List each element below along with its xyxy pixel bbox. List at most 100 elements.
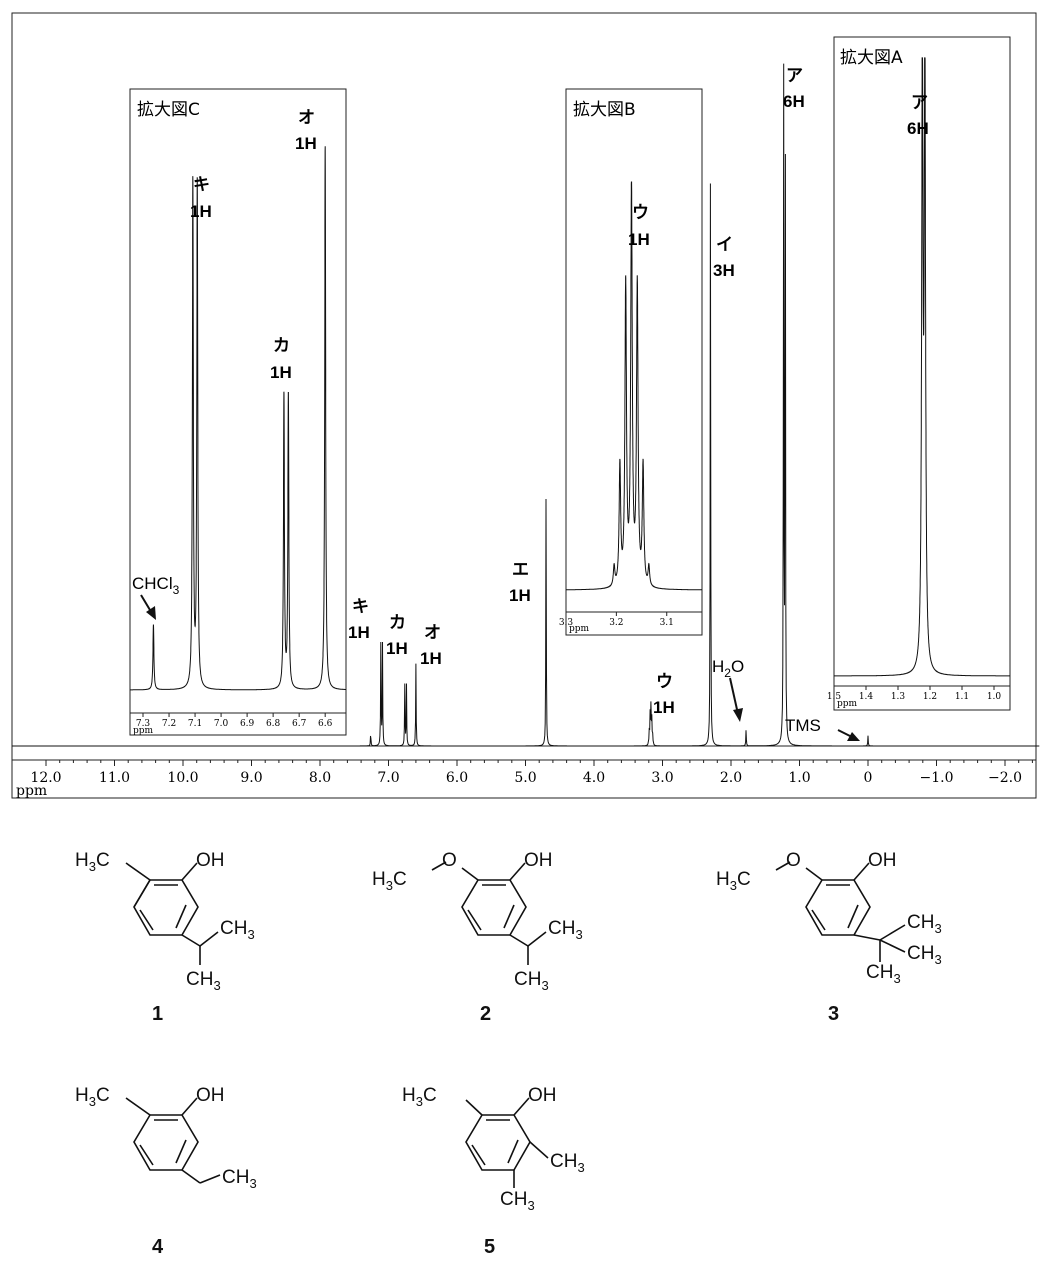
svg-text:H2O: H2O bbox=[712, 657, 744, 680]
svg-text:H3C: H3C bbox=[716, 869, 751, 893]
peak-label-e: エ 1H bbox=[509, 560, 531, 605]
svg-text:5: 5 bbox=[484, 1236, 495, 1258]
svg-text:CHCl3: CHCl3 bbox=[132, 574, 180, 597]
x-tick-label: 12.0 bbox=[30, 770, 61, 786]
inset-tick-label: 7.2 bbox=[162, 719, 176, 729]
structure-4: H3C OH CH3 4 bbox=[75, 1085, 257, 1258]
svg-text:カ: カ bbox=[273, 336, 290, 356]
svg-text:2: 2 bbox=[480, 1003, 491, 1025]
svg-text:1H: 1H bbox=[420, 649, 442, 668]
inset-tick-label: 7.1 bbox=[188, 719, 202, 729]
svg-text:O: O bbox=[786, 850, 801, 871]
svg-text:3H: 3H bbox=[713, 261, 735, 280]
inset-tick-label: 1.4 bbox=[859, 692, 874, 702]
x-tick-label: 7.0 bbox=[377, 770, 399, 786]
inset-tick-label: 3.2 bbox=[609, 618, 623, 628]
spectrum-trace bbox=[11, 63, 1040, 747]
structure-2-bonds bbox=[431, 861, 547, 965]
structure-3: H3C O OH CH3 CH3 CH3 3 bbox=[716, 850, 942, 1025]
x-tick-label: 3.0 bbox=[651, 770, 673, 786]
svg-text:4: 4 bbox=[152, 1236, 164, 1258]
tms-annotation: TMS bbox=[785, 716, 860, 741]
x-tick-label: 0 bbox=[864, 770, 873, 786]
svg-text:OH: OH bbox=[528, 1085, 557, 1106]
inset-tick-label: 1.0 bbox=[987, 692, 1002, 702]
peak-label-a: ア 6H bbox=[783, 66, 805, 111]
svg-text:CH3: CH3 bbox=[548, 918, 583, 942]
svg-text:キ: キ bbox=[352, 597, 369, 617]
svg-text:CH3: CH3 bbox=[222, 1167, 257, 1191]
peak-label-o: オ 1H bbox=[420, 623, 442, 668]
h2o-annotation: H2O bbox=[712, 657, 744, 722]
inset-C-label-ka: カ 1H bbox=[270, 336, 292, 382]
x-tick-label: 6.0 bbox=[446, 770, 468, 786]
svg-text:6H: 6H bbox=[907, 119, 929, 138]
svg-text:エ: エ bbox=[512, 560, 529, 580]
inset-C-label-o: オ1H bbox=[295, 108, 317, 153]
structure-1: H3C OH CH3 CH3 1 bbox=[75, 850, 255, 1025]
inset-tick-label: 1.1 bbox=[955, 692, 969, 702]
svg-text:1H: 1H bbox=[628, 230, 650, 249]
structure-3-bonds bbox=[775, 861, 906, 962]
svg-text:キ: キ bbox=[193, 175, 210, 195]
inset-tick-label: 3.3 bbox=[559, 618, 574, 628]
svg-text:OH: OH bbox=[196, 850, 225, 871]
svg-text:H3C: H3C bbox=[75, 850, 110, 874]
inset-tick-label: 7.0 bbox=[214, 719, 229, 729]
svg-text:1H: 1H bbox=[509, 586, 531, 605]
svg-text:CH3: CH3 bbox=[907, 943, 942, 967]
x-tick-label: 1.0 bbox=[788, 770, 810, 786]
svg-text:オ: オ bbox=[424, 623, 441, 643]
x-tick-label: 10.0 bbox=[167, 770, 198, 786]
inset-tick-label: 1.2 bbox=[923, 692, 937, 702]
svg-text:6H: 6H bbox=[783, 92, 805, 111]
inset-tick-label: 6.7 bbox=[292, 719, 307, 729]
svg-text:1H: 1H bbox=[348, 623, 370, 642]
svg-text:1H: 1H bbox=[386, 639, 408, 658]
peak-label-i: イ 3H bbox=[713, 235, 735, 280]
inset-tick-label: 7.3 bbox=[136, 719, 151, 729]
svg-text:イ: イ bbox=[716, 235, 733, 255]
svg-text:CH3: CH3 bbox=[514, 969, 549, 993]
inset-tick-label: 6.8 bbox=[266, 719, 281, 729]
svg-text:3: 3 bbox=[828, 1003, 839, 1025]
x-tick-label: 11.0 bbox=[99, 770, 130, 786]
inset-tick-label: 6.9 bbox=[240, 719, 255, 729]
svg-text:1: 1 bbox=[152, 1003, 163, 1025]
svg-text:CH3: CH3 bbox=[550, 1151, 585, 1175]
svg-text:CH3: CH3 bbox=[186, 969, 221, 993]
x-tick-label: 5.0 bbox=[514, 770, 536, 786]
svg-text:オ: オ bbox=[298, 108, 315, 128]
svg-text:ppm: ppm bbox=[569, 624, 590, 634]
svg-text:ア: ア bbox=[786, 66, 803, 86]
peak-label-ki: キ 1H bbox=[348, 597, 370, 642]
structure-5-bonds bbox=[465, 1097, 549, 1188]
svg-text:1H: 1H bbox=[270, 363, 292, 382]
chcl3-annotation: CHCl3 bbox=[132, 574, 180, 620]
svg-text:H3C: H3C bbox=[372, 869, 407, 893]
inset-A-label-a: ア6H bbox=[907, 93, 929, 138]
svg-text:ppm: ppm bbox=[837, 699, 858, 709]
peak-label-ka: カ 1H bbox=[386, 613, 408, 658]
svg-text:TMS: TMS bbox=[785, 716, 821, 735]
svg-text:CH3: CH3 bbox=[500, 1189, 535, 1213]
svg-text:1H: 1H bbox=[190, 202, 212, 221]
svg-text:拡大図B: 拡大図B bbox=[573, 100, 636, 120]
svg-text:ウ: ウ bbox=[656, 672, 673, 692]
svg-text:ppm: ppm bbox=[133, 726, 154, 736]
svg-text:CH3: CH3 bbox=[866, 962, 901, 986]
svg-text:カ: カ bbox=[389, 613, 406, 633]
x-tick-label: 8.0 bbox=[309, 770, 331, 786]
svg-text:ウ: ウ bbox=[632, 203, 649, 223]
x-tick-label: 2.0 bbox=[720, 770, 742, 786]
inset-tick-label: 6.6 bbox=[318, 719, 333, 729]
svg-text:CH3: CH3 bbox=[220, 918, 255, 942]
svg-text:1H: 1H bbox=[653, 698, 675, 717]
svg-text:O: O bbox=[442, 850, 457, 871]
structure-5: H3C OH CH3 CH3 5 bbox=[402, 1085, 585, 1258]
peak-label-u: ウ 1H bbox=[653, 672, 675, 717]
